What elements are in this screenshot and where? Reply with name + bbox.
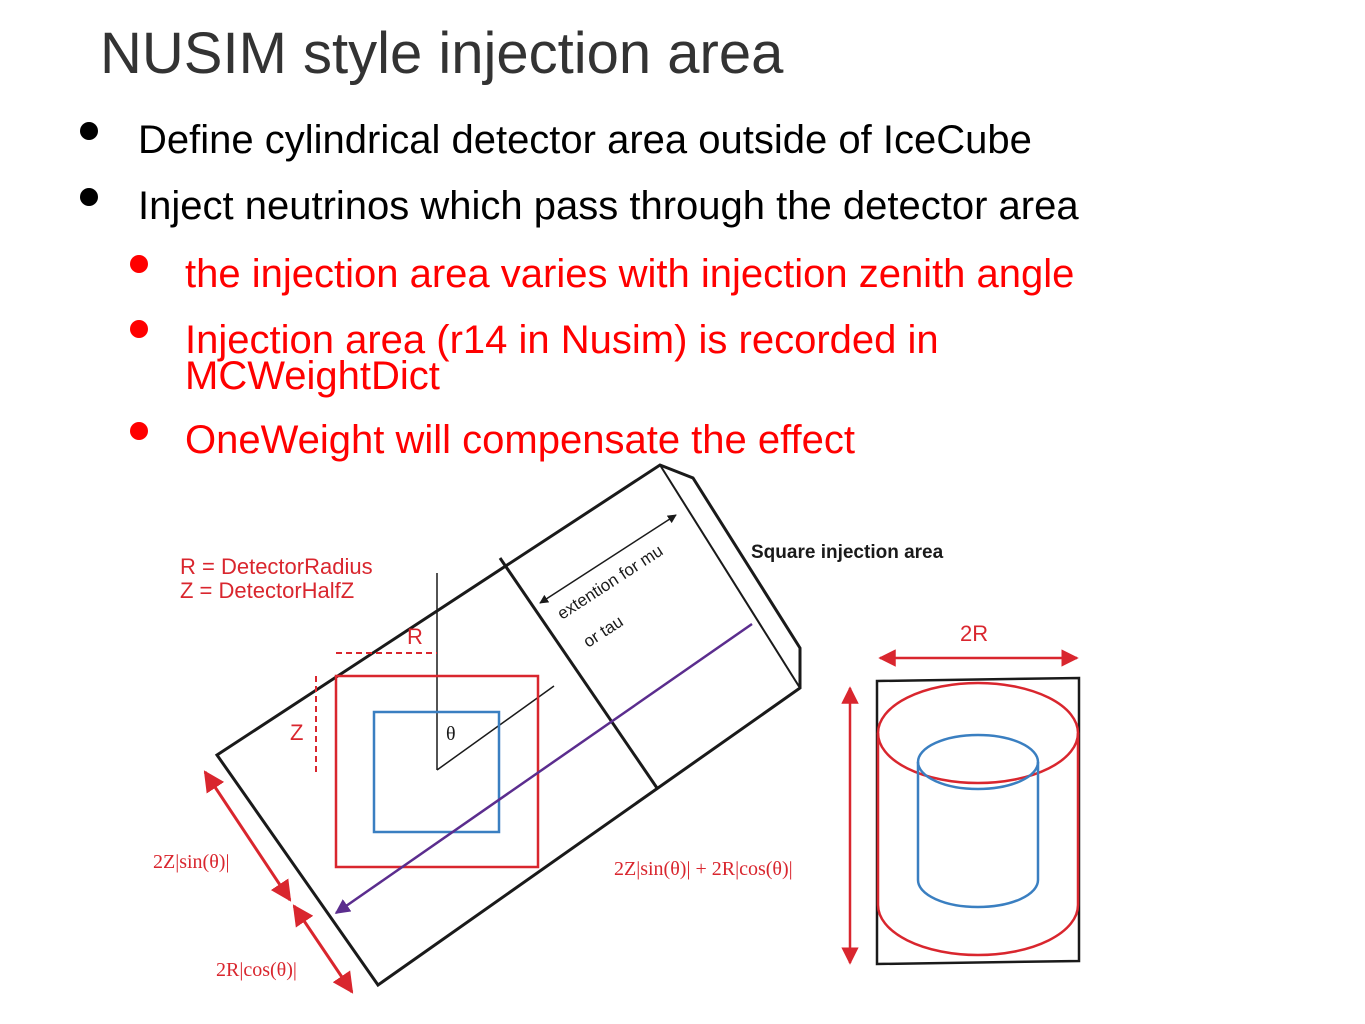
- label-extension-2: or tau: [580, 612, 627, 652]
- sub-bullet-text-line2: MCWeightDict: [185, 354, 440, 398]
- legend-r: R = DetectorRadius: [180, 554, 373, 579]
- box-edge: [659, 464, 801, 689]
- zsin-dimension-arrow: [203, 770, 292, 902]
- label-theta: θ: [446, 723, 456, 745]
- bullet-dot: [80, 122, 98, 140]
- inner-cylinder-bottom: [916, 879, 1040, 909]
- theta-line: [436, 685, 555, 771]
- sub-bullet-dot: [130, 320, 148, 338]
- square-injection-area: [875, 676, 1081, 966]
- sub-bullet-text: Injection area (r14 in Nusim) is recorde…: [185, 318, 939, 362]
- inner-cylinder-top: [916, 733, 1040, 791]
- sub-bullet-text: OneWeight will compensate the effect: [185, 418, 855, 462]
- outer-cylinder-bottom: [876, 904, 1080, 957]
- extension-arrow: [539, 514, 677, 604]
- bullet-text: Inject neutrinos which pass through the …: [138, 184, 1079, 228]
- extension-divider: [498, 557, 659, 789]
- sub-bullet-dot: [130, 422, 148, 440]
- bullet-text: Define cylindrical detector area outside…: [138, 118, 1032, 162]
- injection-box-outline: [214, 463, 802, 988]
- label-r: R: [407, 624, 423, 649]
- label-extension-1: extention for mu: [554, 541, 667, 623]
- bullet-dot: [80, 188, 98, 206]
- label-z: Z: [290, 720, 303, 745]
- label-total: 2Z|sin(θ)| + 2R|cos(θ)|: [614, 858, 793, 880]
- legend-z: Z = DetectorHalfZ: [180, 578, 354, 603]
- label-2r: 2R: [960, 621, 988, 646]
- neutrino-path-arrow: [334, 622, 753, 915]
- icecube-inner-square: [372, 710, 501, 834]
- rcos-dimension-arrow: [292, 904, 354, 994]
- sub-bullet-dot: [130, 255, 148, 273]
- label-square-area: Square injection area: [751, 542, 944, 563]
- outer-cylinder-top: [876, 681, 1080, 785]
- label-2zsin: 2Z|sin(θ)|: [153, 851, 229, 873]
- sub-bullet-text: the injection area varies with injection…: [185, 252, 1075, 296]
- slide-title: NUSIM style injection area: [100, 21, 784, 86]
- label-2rcos: 2R|cos(θ)|: [216, 959, 297, 981]
